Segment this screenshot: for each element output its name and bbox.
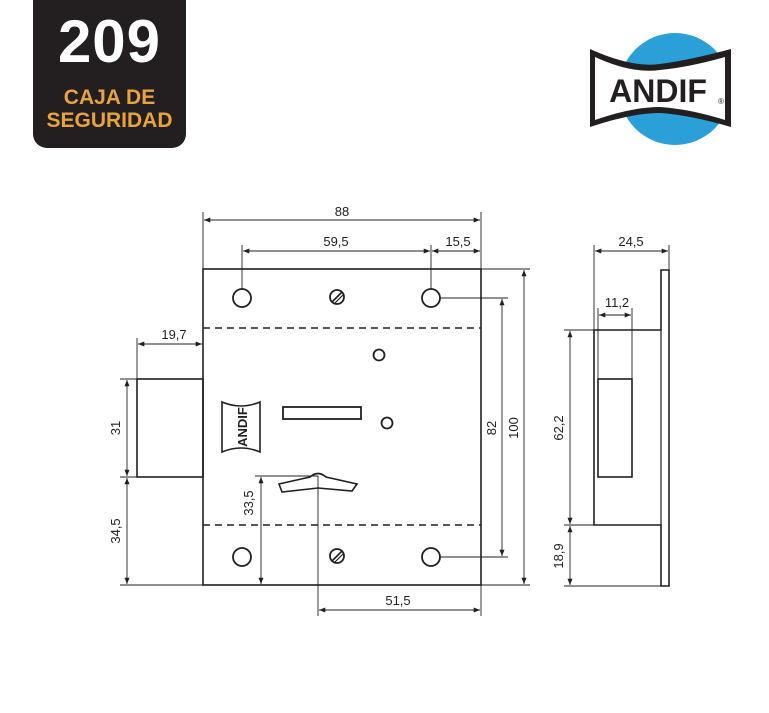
lock-bolt: [136, 378, 204, 478]
dim-side-bolt: 11,2: [605, 295, 629, 310]
side-body: [593, 269, 670, 587]
dim-bolt-throw: 19,7: [161, 327, 186, 342]
key-slot: [282, 406, 362, 420]
lock-front-view: [136, 268, 482, 586]
plate-emblem-text: ANDIF: [235, 407, 250, 447]
andif-logo: ANDIF ®: [590, 33, 731, 145]
logo-text: ANDIF: [609, 73, 707, 109]
screw-top: [329, 289, 345, 305]
dim-holes-spacing: 59,5: [323, 234, 348, 249]
model-number: 209: [57, 8, 162, 75]
dim-key-offset: 51,5: [385, 593, 410, 608]
mount-hole-top-left: [232, 288, 252, 308]
mount-hole-bottom-right: [421, 547, 441, 567]
pin-lower: [380, 416, 394, 430]
side-bolt: [597, 378, 633, 478]
dim-hole-offset: 15,5: [445, 234, 470, 249]
lock-side-view: [593, 269, 670, 587]
dimension-lines: [120, 212, 670, 616]
dim-inner-height: 82: [484, 421, 499, 435]
dim-side-width: 24,5: [618, 234, 643, 249]
dim-key-height: 33,5: [241, 490, 256, 515]
product-badge: 209 CAJA DE SEGURIDAD: [33, 0, 186, 148]
dim-total-height: 100: [506, 417, 521, 439]
dim-bolt-height: 31: [108, 421, 123, 435]
screw-bottom: [329, 548, 345, 564]
product-type-line1: CAJA DE: [63, 86, 156, 109]
dim-side-height: 62,2: [551, 415, 566, 440]
mount-hole-bottom-left: [232, 547, 252, 567]
registered-mark: ®: [718, 97, 724, 106]
logo-band-inner: [595, 57, 725, 120]
plate-emblem: [221, 400, 261, 454]
mount-hole-top-right: [421, 288, 441, 308]
dim-side-bottom: 18,9: [551, 543, 566, 568]
dim-width-total: 88: [335, 204, 349, 219]
pin-upper: [372, 348, 386, 362]
dim-bolt-bottom: 34,5: [108, 518, 123, 543]
product-type-line2: SEGURIDAD: [46, 109, 173, 132]
